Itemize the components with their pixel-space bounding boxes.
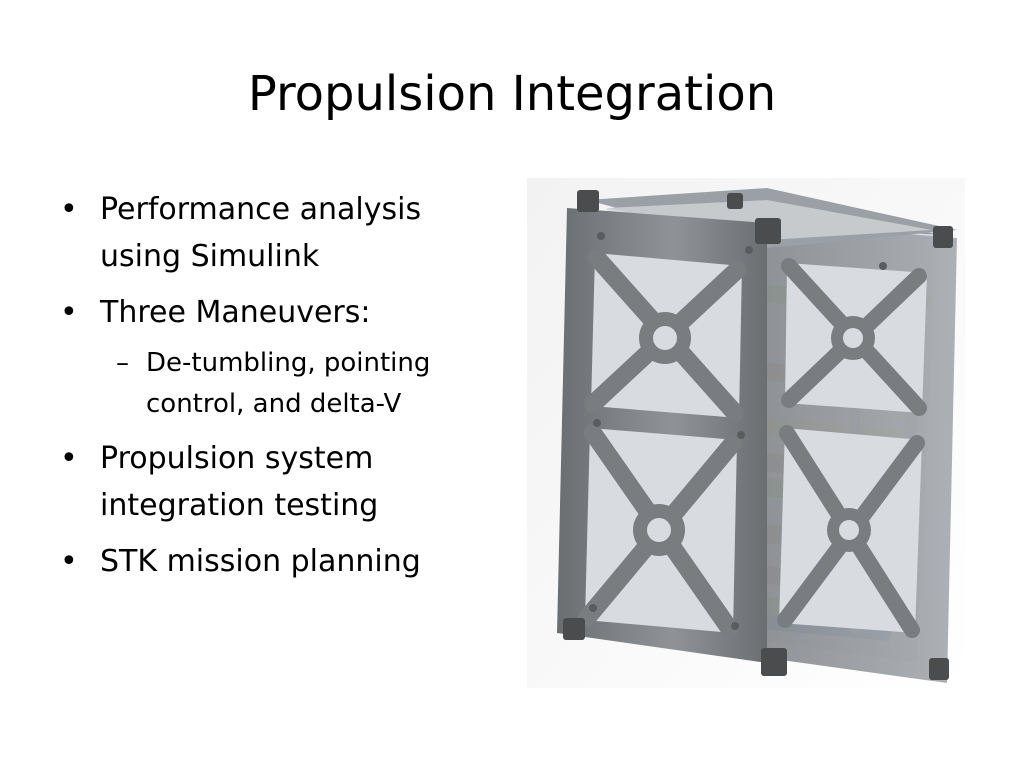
bullet-item: • Three Maneuvers: (58, 289, 478, 336)
bullet-text-line1: Propulsion system (100, 441, 374, 476)
bullet-marker: • (60, 441, 78, 476)
sub-bullet-text-line1: De-tumbling, pointing (146, 348, 431, 378)
bullet-text-line2: integration testing (100, 488, 379, 523)
bullet-item: • STK mission planning (58, 538, 478, 585)
cubesat-cad-render-image (527, 178, 965, 688)
sub-bullet-item: – De-tumbling, pointing control, and del… (58, 343, 478, 425)
bullet-list: • Performance analysis using Simulink • … (58, 186, 478, 594)
slide-title: Propulsion Integration (247, 66, 777, 122)
bullet-item: • Propulsion system integration testing (58, 435, 478, 529)
bullet-marker: • (60, 295, 78, 330)
bullet-text-line1: Performance analysis (100, 192, 422, 227)
bullet-text-line2: using Simulink (100, 239, 320, 274)
sub-bullet-text-line2: control, and delta-V (146, 389, 402, 419)
bullet-marker: • (60, 192, 78, 227)
bullet-marker: • (60, 544, 78, 579)
bullet-item: • Performance analysis using Simulink (58, 186, 478, 280)
sub-bullet-marker: – (116, 348, 129, 378)
bullet-text-line1: STK mission planning (100, 544, 421, 579)
frame-feet (563, 190, 953, 680)
bullet-text-line1: Three Maneuvers: (100, 295, 371, 330)
